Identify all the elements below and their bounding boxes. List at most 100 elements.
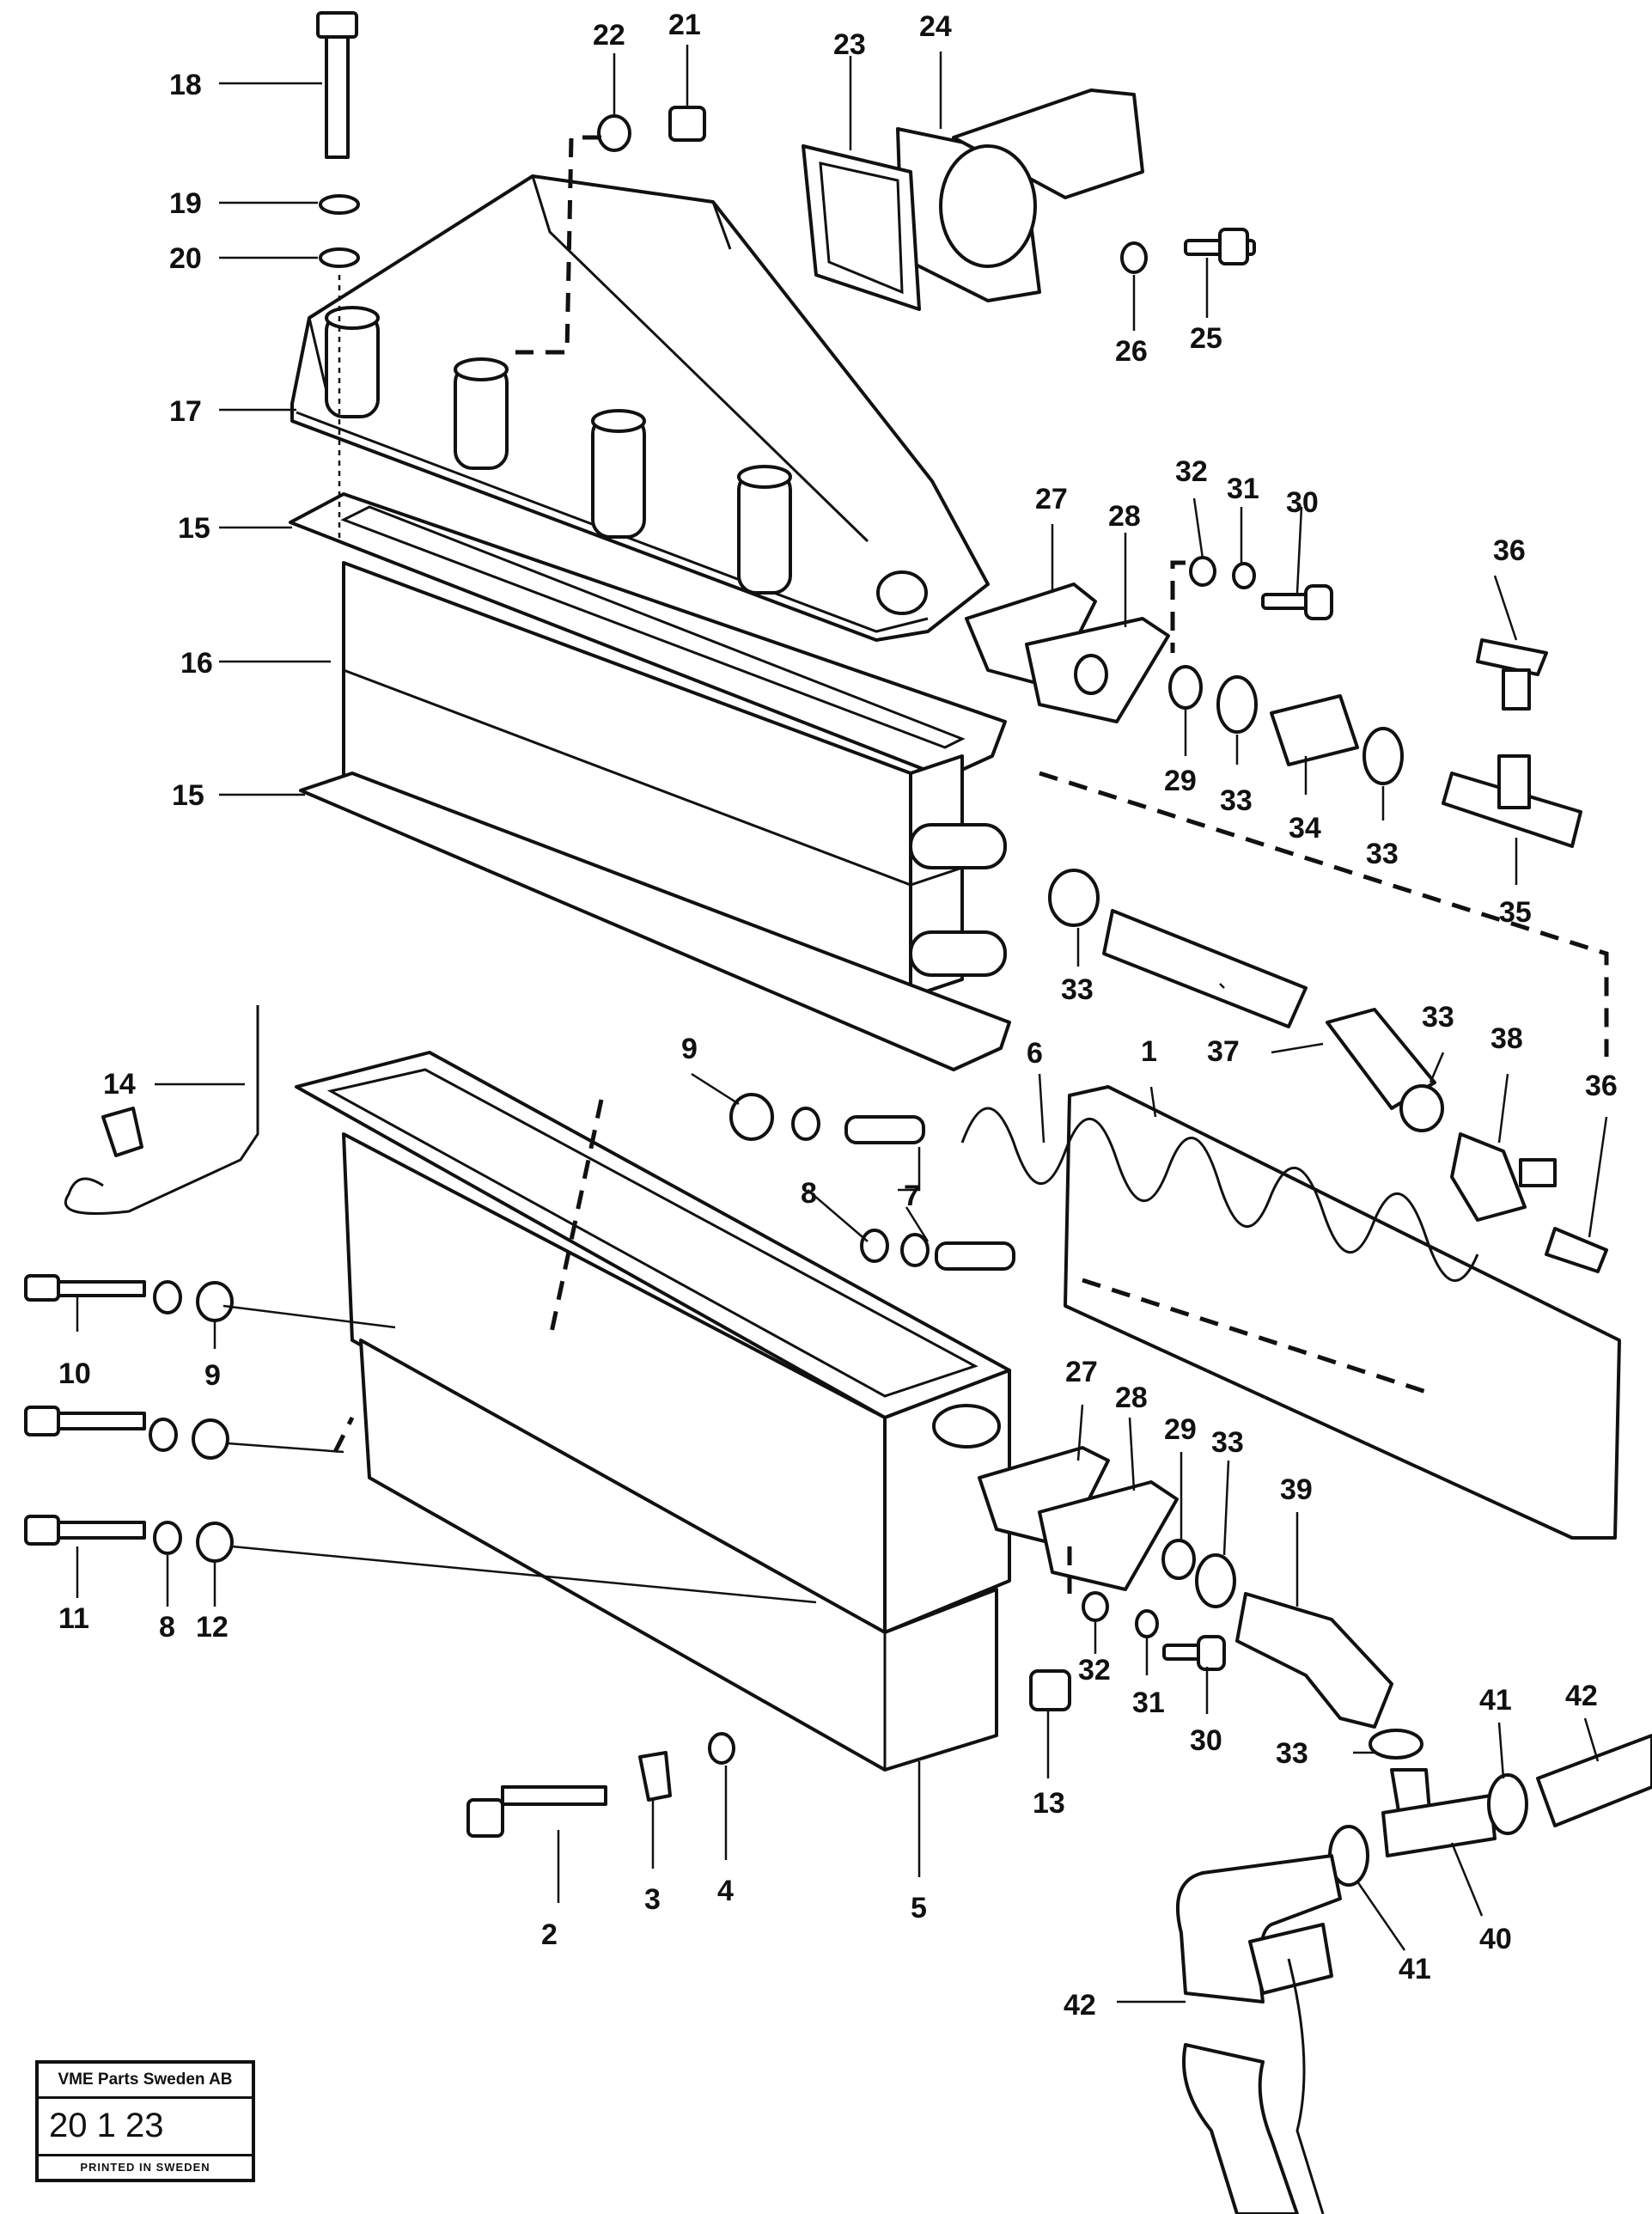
spring-washer-19 [319,194,360,215]
label-20: 20 [169,242,202,275]
label-16: 16 [180,647,213,680]
washer-8-row3 [153,1521,182,1555]
label-2: 2 [541,1918,558,1951]
label-8-left: 8 [159,1611,175,1644]
nut-9-row2 [192,1418,229,1460]
label-9-left: 9 [204,1359,221,1392]
label-39: 39 [1280,1473,1313,1506]
label-41-lower: 41 [1399,1953,1431,1985]
label-34: 34 [1289,812,1321,845]
washer-26 [1120,241,1148,274]
upper-cover [290,174,990,642]
washer-4 [708,1732,735,1765]
label-15-lower: 15 [172,779,204,812]
label-27-lower: 27 [1065,1356,1098,1388]
label-10: 10 [58,1357,91,1390]
exhaust-bend [1182,2043,1299,2214]
clamp-33-5 [1195,1553,1236,1608]
washer-31-lower [1135,1609,1159,1638]
printed-note: PRINTED IN SWEDEN [39,2154,252,2179]
washer-8-b [900,1233,930,1267]
label-30-upper: 30 [1286,486,1319,519]
label-7: 7 [904,1180,920,1212]
nut-9-row1 [196,1281,234,1322]
hose-37 [1102,909,1308,1028]
tee-35 [1442,754,1582,848]
label-4: 4 [717,1875,734,1907]
label-35: 35 [1499,896,1532,929]
label-29-lower: 29 [1164,1413,1197,1446]
catalog-stamp: VME Parts Sweden AB 20 1 23 PRINTED IN S… [35,2060,255,2182]
bolt-30-lower [1162,1635,1226,1671]
bolt-10b [24,1406,146,1436]
bolt-2 [466,1785,607,1838]
label-29-upper: 29 [1164,765,1197,797]
hose-elbow-38in [1326,1008,1436,1110]
nut-9-top [729,1093,774,1141]
label-28-upper: 28 [1108,500,1141,533]
label-9-top: 9 [681,1033,698,1065]
label-19: 19 [169,187,202,220]
tee-40 [1381,1768,1497,1857]
clamp-33-1 [1216,675,1258,734]
label-14: 14 [103,1068,136,1101]
washer-8-row1 [153,1280,182,1314]
label-11: 11 [58,1602,89,1635]
label-40: 40 [1479,1923,1512,1955]
label-5: 5 [911,1892,927,1924]
o-ring-29-upper [1168,665,1203,710]
label-42-upper: 42 [1565,1680,1598,1712]
label-23: 23 [833,28,866,61]
label-33-lower-b: 33 [1276,1737,1308,1770]
flange-28-lower [1038,1480,1179,1591]
washer-22 [597,114,631,152]
label-1: 1 [1141,1035,1157,1068]
spacer-7-top [844,1115,925,1144]
plug-13 [1029,1669,1071,1711]
heat-exchanger-core [342,561,1007,998]
bolt-10 [24,1274,146,1302]
hose-42-lower [1175,1854,1342,2004]
drain-cock-36-upper [1476,638,1548,711]
washer-31-upper [1232,562,1256,589]
nut-12 [196,1522,234,1563]
clamp-33-4 [1399,1084,1444,1132]
clamp-41-right [1487,1773,1528,1835]
label-28-lower: 28 [1115,1381,1148,1414]
label-32-lower: 32 [1078,1654,1111,1686]
label-38: 38 [1490,1022,1523,1055]
flange-lower [1248,1923,1333,1995]
label-42-lower: 42 [1064,1989,1096,2022]
elbow-24 [896,88,1144,302]
coil-6 [960,1107,1479,1283]
label-33-left: 33 [1061,973,1094,1006]
part-labels: 18 19 20 17 15 16 15 22 21 23 24 26 25 2… [58,9,1618,2022]
label-12: 12 [196,1611,229,1644]
bolt-21 [668,106,706,142]
washer-8-top [791,1107,820,1141]
drain-cock-36-lower [1545,1227,1608,1273]
lower-housing [295,1051,1011,1772]
washer-8-a [860,1229,889,1263]
company-name: VME Parts Sweden AB [39,2064,252,2099]
label-36-upper: 36 [1493,534,1526,567]
bolt-30-upper [1261,584,1333,620]
clamp-33-3 [1048,869,1100,927]
gasket-lower [299,772,1011,1071]
bolt-11 [24,1515,146,1546]
spacer-7-b [935,1241,1015,1271]
tube-14 [64,1005,259,1215]
label-27-upper: 27 [1035,483,1068,515]
hose-34 [1270,694,1359,766]
label-13: 13 [1033,1787,1065,1820]
label-22: 22 [593,19,625,52]
label-37: 37 [1207,1035,1240,1068]
label-32-upper: 32 [1175,455,1208,488]
label-21: 21 [668,9,701,41]
label-15-upper: 15 [178,512,210,545]
hose-42-right [1536,1734,1652,1827]
label-33-lower-a: 33 [1211,1426,1244,1459]
fitting-38 [1450,1132,1557,1222]
elbow-14 [101,1107,143,1157]
clamp-33-6 [1369,1729,1423,1760]
